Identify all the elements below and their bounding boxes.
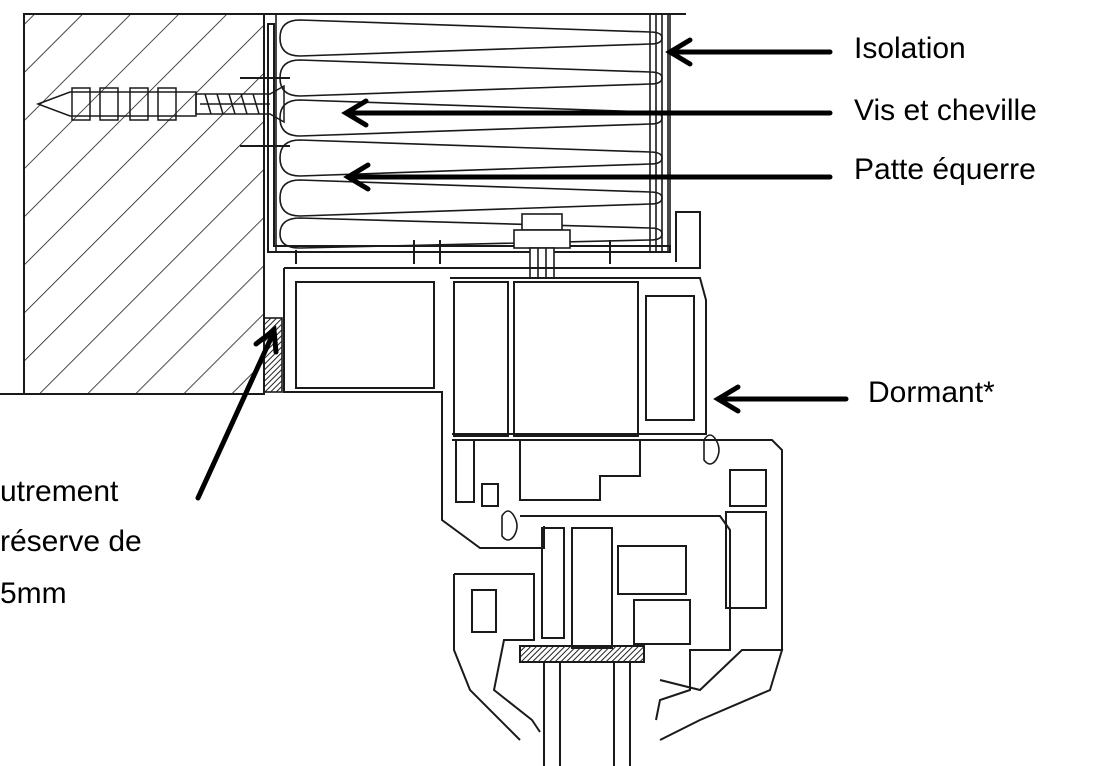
arrow-calfeutrement-head [253,325,279,355]
arrow-dormant-head [713,384,741,414]
bolt [513,213,571,279]
window-frame-profile [283,211,783,651]
label-isolation: Isolation [854,32,966,65]
label-calfeutrement-line-2: réserve de [0,525,142,558]
masonry-wall [0,13,265,395]
arrow-vis-head [341,98,369,128]
arrow-calfeutrement [195,333,275,501]
label-vis-et-cheville: Vis et cheville [854,94,1037,127]
label-calfeutrement-line-3: 5mm [0,577,67,610]
label-dormant: Dormant* [868,376,995,409]
annotation-arrows [195,37,849,501]
angle-bracket [240,23,671,253]
screw-and-plug [35,84,285,124]
label-calfeutrement-line-1: utrement [0,475,119,508]
label-patte-equerre: Patte équerre [854,153,1036,186]
sash-profile [453,515,784,766]
arrow-isolation-head [665,37,693,67]
insulation-block [264,13,686,253]
arrow-patte-head [343,162,371,192]
gaskets [501,434,720,541]
